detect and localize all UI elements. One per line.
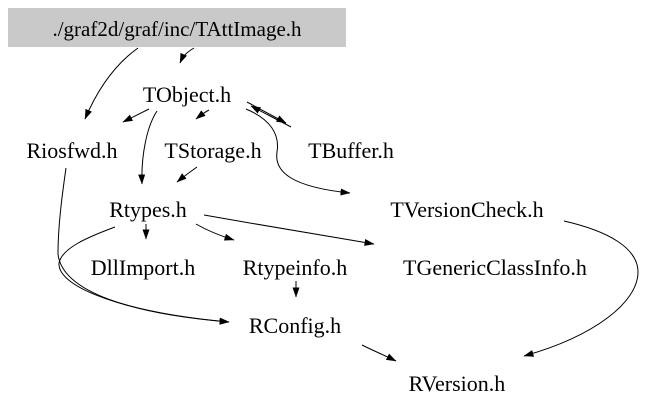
edge-tstorage-to-rtypes — [176, 166, 198, 183]
edge-rtypes-to-tgenericclassinfo — [203, 214, 375, 246]
node-rtypeinfo-h[interactable]: Rtypeinfo.h — [243, 255, 348, 280]
edge-rtypes-to-rtypeinfo — [195, 223, 235, 241]
edge-tobject-to-riosfwd — [122, 108, 150, 123]
node-tstorage-h[interactable]: TStorage.h — [164, 138, 261, 163]
node-rconfig-h[interactable]: RConfig.h — [249, 313, 341, 338]
edge-tobject-to-tversioncheck — [245, 108, 351, 196]
edge-tobject-to-rtypes — [138, 110, 158, 185]
edge-tversioncheck-to-rversion — [523, 220, 639, 357]
edge-rconfig-to-rversion — [361, 344, 397, 362]
edge-tattimage-to-riosfwd — [84, 47, 139, 120]
node-rtypes-h[interactable]: Rtypes.h — [109, 197, 187, 222]
node-riosfwd-h[interactable]: Riosfwd.h — [26, 138, 117, 163]
node-tobject-h[interactable]: TObject.h — [143, 82, 231, 107]
root-node-box — [8, 8, 346, 47]
node-tattimage-h: ./graf2d/graf/inc/TAttImage.h — [52, 17, 302, 41]
edge-tattimage-to-tobject — [179, 47, 195, 64]
edge-tbuffer-to-tobject — [250, 105, 292, 128]
edge-tobject-to-tbuffer — [246, 101, 287, 124]
node-tbuffer-h[interactable]: TBuffer.h — [308, 138, 394, 163]
edge-tobject-to-tstorage — [195, 109, 210, 120]
node-dllimport-h[interactable]: DllImport.h — [91, 255, 196, 280]
node-tgenericclassinfo-h[interactable]: TGenericClassInfo.h — [403, 255, 587, 280]
node-rversion-h[interactable]: RVersion.h — [409, 371, 506, 396]
node-tversioncheck-h[interactable]: TVersionCheck.h — [390, 197, 543, 222]
edge-riosfwd-to-rconfig — [57, 167, 230, 325]
